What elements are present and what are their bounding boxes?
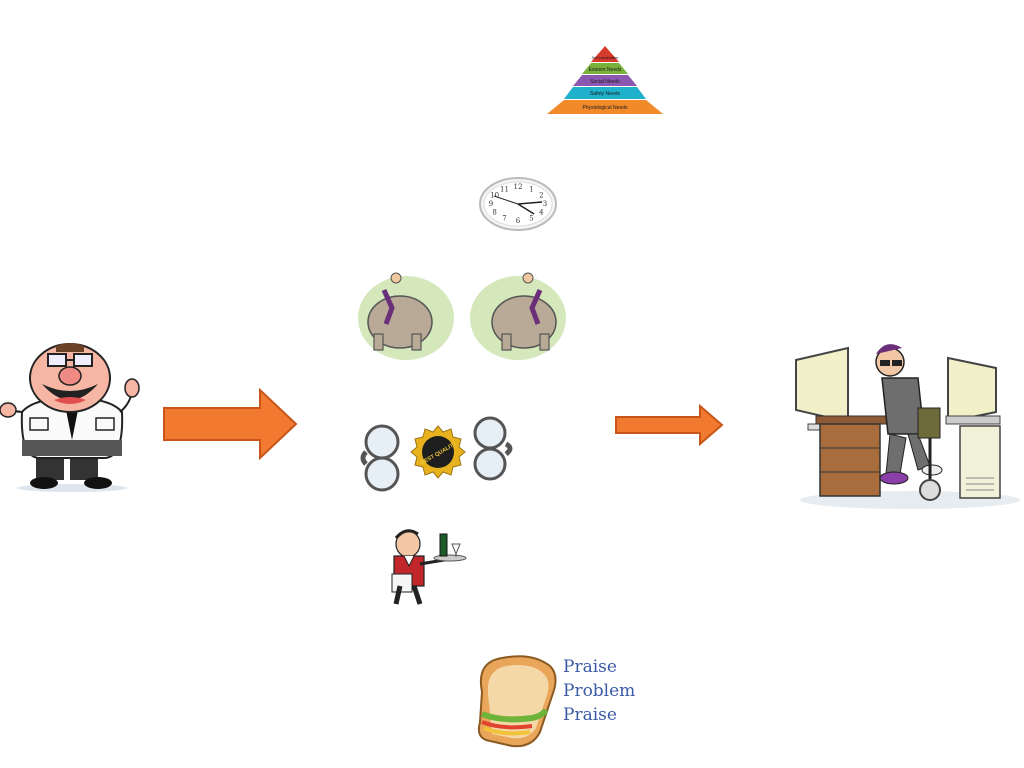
pyramid-label-safety: Safety Needs bbox=[590, 91, 621, 97]
sandwich-line-praise-2: Praise bbox=[563, 705, 617, 725]
elephants-facing-away bbox=[358, 272, 566, 360]
waiter-character bbox=[391, 529, 467, 605]
lens-left-icon bbox=[360, 424, 400, 492]
best-quality-badge: BEST QUALITY bbox=[410, 425, 466, 479]
clock-numeral: 2 bbox=[539, 192, 543, 200]
arrow-left-big bbox=[163, 388, 298, 460]
sandwich-line-problem: Problem bbox=[563, 681, 636, 701]
sandwich-line-praise-1: Praise bbox=[563, 657, 617, 677]
clock-numeral: 3 bbox=[543, 200, 547, 208]
clock-numeral: 1 bbox=[529, 185, 533, 193]
boss-character bbox=[0, 343, 140, 492]
clock-numeral: 11 bbox=[500, 185, 509, 193]
clock-numeral: 10 bbox=[490, 192, 499, 200]
pyramid-level-social bbox=[573, 75, 637, 86]
clock-numeral: 7 bbox=[502, 215, 506, 223]
arrow-right-small bbox=[615, 404, 724, 446]
clock-numeral: 8 bbox=[492, 209, 496, 217]
sandwich-feedback-text: Praise Problem Praise bbox=[563, 655, 635, 727]
clock-numeral: 12 bbox=[514, 183, 523, 191]
maslow-pyramid: Self Actualization Esteem Needs Social N… bbox=[547, 46, 663, 114]
pyramid-level-safety bbox=[564, 87, 646, 99]
clock-numeral: 9 bbox=[489, 200, 493, 208]
clock-numeral: 5 bbox=[529, 215, 533, 223]
pyramid-label-social: Social Needs bbox=[590, 79, 620, 85]
clock-numeral: 4 bbox=[539, 209, 544, 217]
pyramid-label-esteem: Esteem Needs bbox=[589, 67, 622, 73]
pyramid-label-self: Self Actualization bbox=[592, 56, 619, 60]
pyramid-level-physio bbox=[547, 100, 663, 114]
pyramid-label-physio: Physiological Needs bbox=[582, 105, 628, 111]
computer-worker bbox=[795, 344, 1020, 509]
lens-right-icon bbox=[473, 416, 513, 481]
sandwich-icon bbox=[477, 655, 557, 748]
pyramid-level-esteem bbox=[582, 63, 628, 74]
pyramid-level-top bbox=[591, 46, 619, 62]
clock-numeral: 6 bbox=[516, 217, 521, 225]
